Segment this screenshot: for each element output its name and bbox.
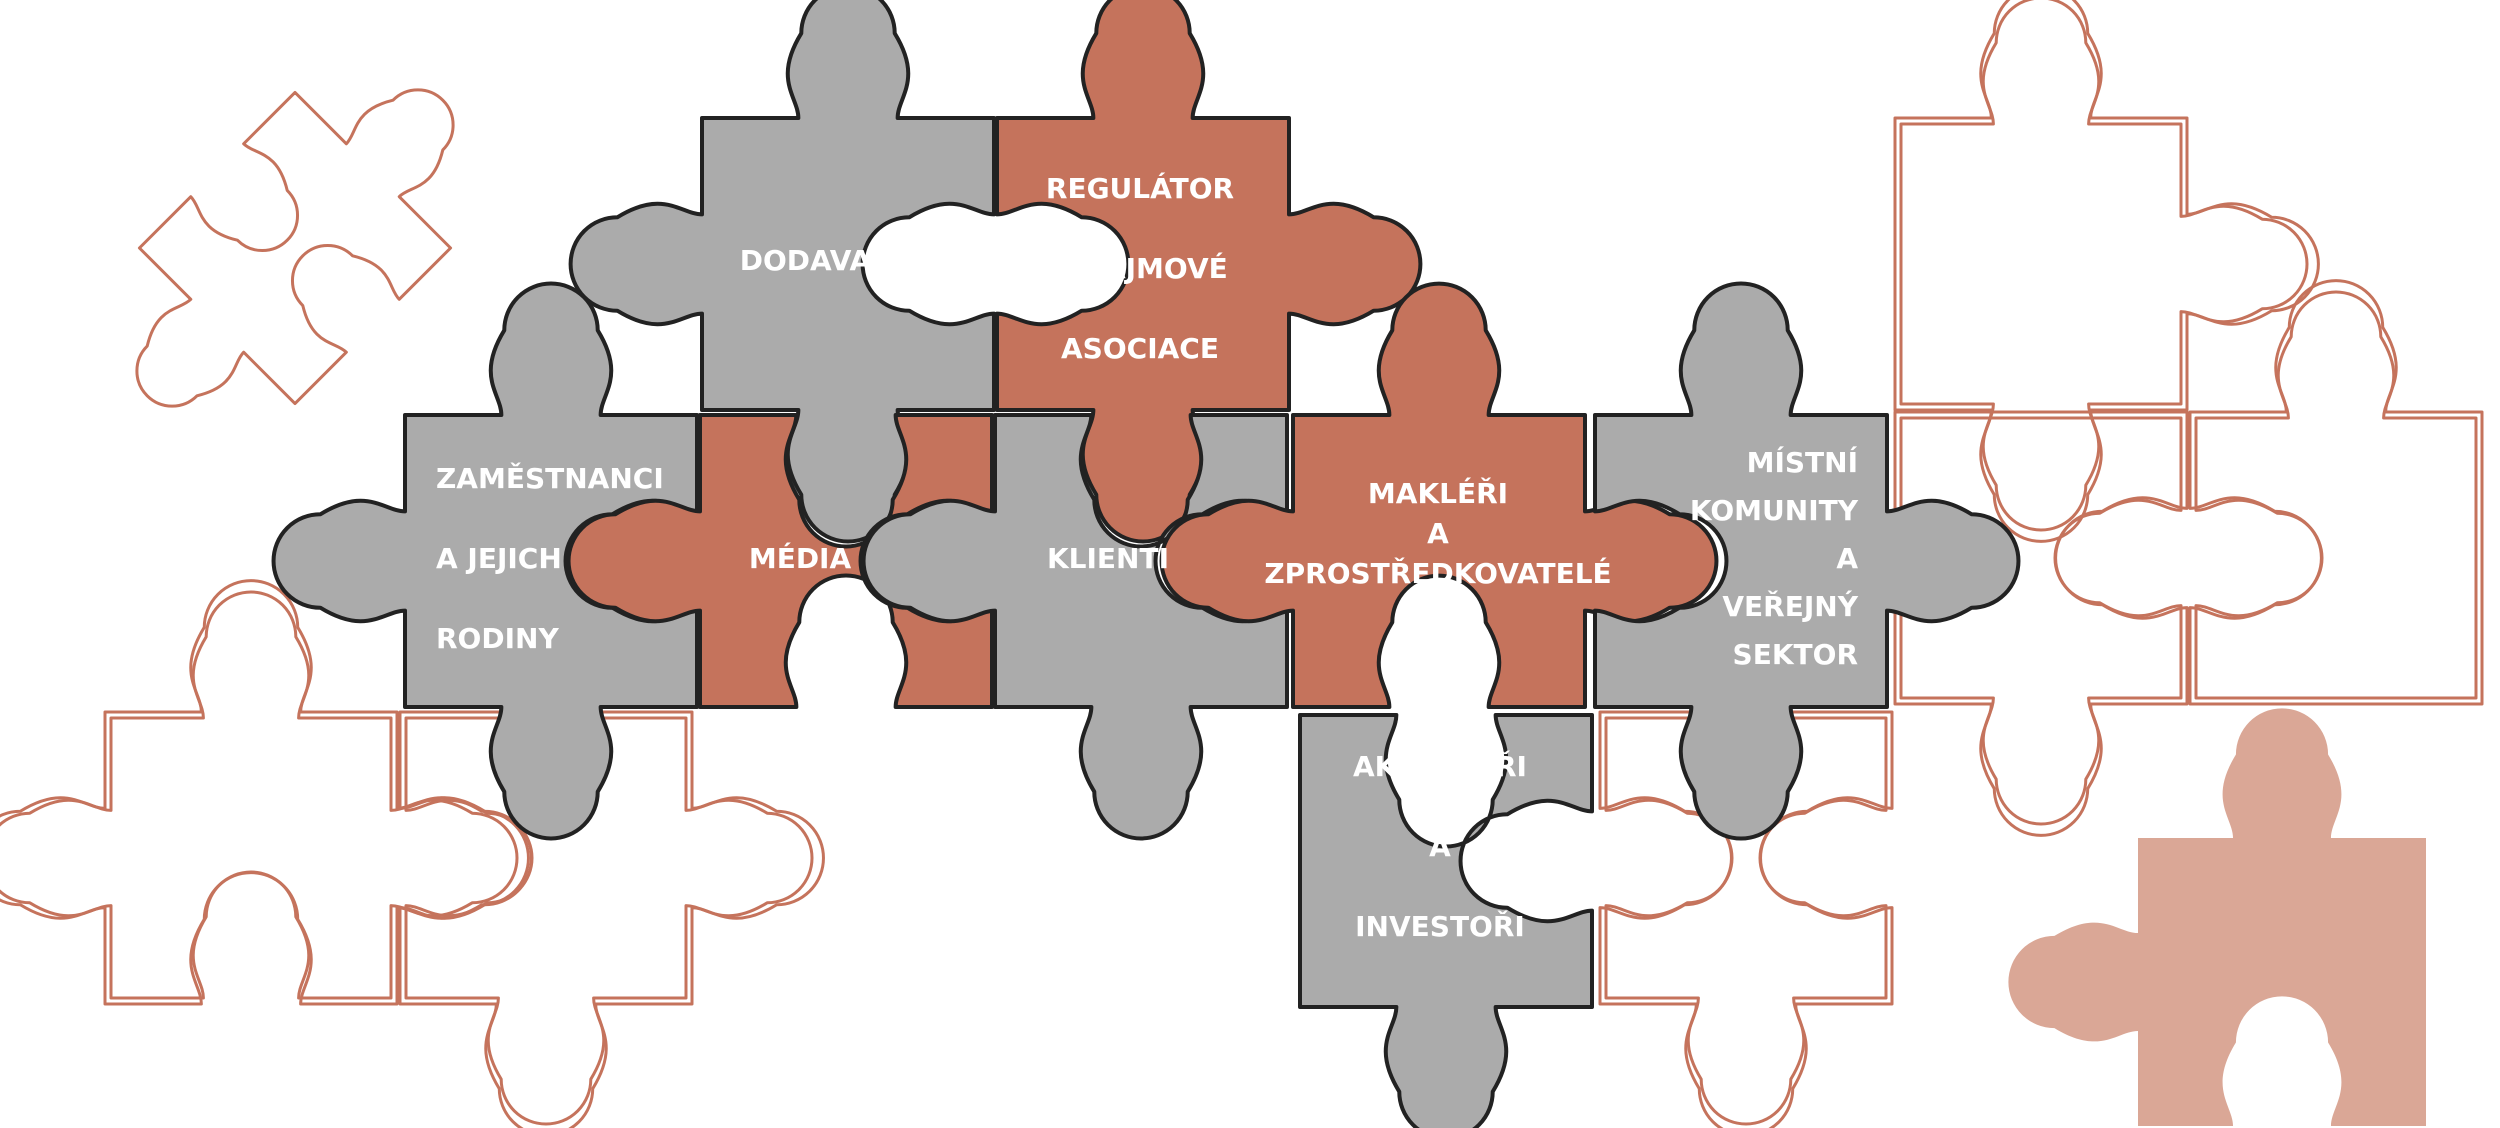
outline-piece-bottom-left-2 (398, 710, 825, 1128)
regulator-label-line-1: REGULÁTOR (1046, 171, 1234, 205)
outline-piece-rotated (135, 88, 455, 408)
akcionari-label-line-3: INVESTOŘI (1355, 909, 1525, 943)
outline-piece-right-2 (2188, 279, 2484, 706)
outline-piece-bottom-left-2-inner (404, 716, 814, 1126)
mistni-label-line-3: A (1836, 542, 1858, 575)
zamestnanci-label-line-2: A JEJICH (436, 542, 562, 575)
akcionari-label-line-1: AKCIONÁŘI (1353, 749, 1527, 783)
regulator-label-line-3: ASOCIACE (1061, 332, 1219, 365)
mistni-label-line-4: VEŘEJNÝ (1722, 589, 1858, 623)
regulator-label-line-2: A ZÁJMOVÉ (1052, 251, 1228, 285)
puzzle-piece-dodavatele (568, 0, 996, 544)
outline-piece-top-right-inner (1899, 0, 2309, 532)
zamestnanci-label-line-1: ZAMĚSTNANCI (436, 461, 664, 495)
outline-piece-bottom-mid-inner (1604, 716, 1888, 1126)
mistni-label-line-5: SEKTOR (1733, 638, 1858, 671)
decorative-piece-light (2008, 708, 2426, 1126)
outline-piece-top-right (1893, 0, 2320, 543)
puzzle-piece-mistni (1593, 281, 2021, 841)
puzzle-piece-regulator (995, 0, 1423, 544)
media-label-line-1: MÉDIA (749, 541, 852, 575)
outline-piece-right-1 (1893, 410, 2189, 837)
puzzle-piece-makleri (1159, 281, 1719, 709)
outline-piece-bottom-left-1 (0, 579, 530, 1006)
zamestnanci-label-line-3: RODINY (436, 622, 559, 655)
akcionari-label-line-2: A (1429, 830, 1451, 863)
mistni-label-line-1: MÍSTNÍ (1747, 445, 1858, 479)
makleri-label-line-3: ZPROSTŘEDKOVATELÉ (1264, 556, 1611, 590)
outline-piece-right-1-inner (1899, 416, 2183, 826)
puzzle-piece-akcionari (1298, 713, 1594, 1128)
outline-piece-bottom-left-1-inner (0, 590, 519, 1000)
klienti-label-line-1: KLIENTI (1047, 542, 1169, 575)
mistni-label-line-2: KOMUNITY (1690, 494, 1859, 527)
outline-piece-right-2-inner (2194, 290, 2478, 700)
dodavatele-label-line-1: DODAVATELÉ (740, 243, 945, 277)
puzzle-piece-zamestnanci (271, 281, 699, 841)
outline-piece-rotated-shape (135, 88, 455, 408)
makleri-label-line-1: MAKLÉŘI (1368, 476, 1508, 510)
makleri-label-line-2: A (1427, 517, 1449, 550)
